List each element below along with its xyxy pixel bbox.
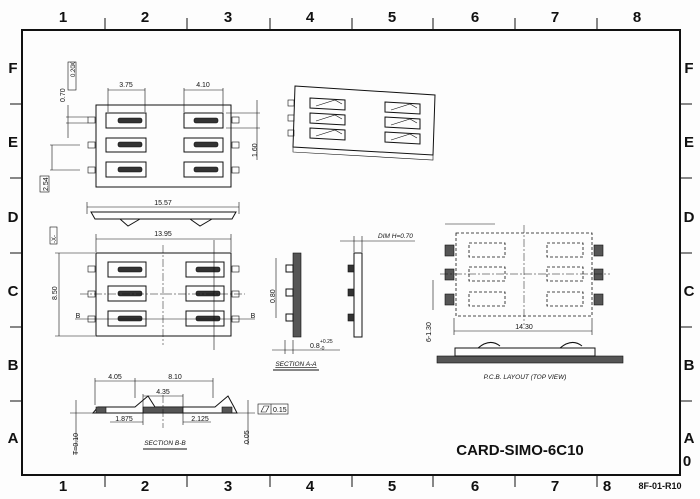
section-b-label: SECTION B-B — [144, 440, 186, 447]
dim-flatness: 0.15 — [273, 407, 287, 414]
datum-ref: X — [71, 62, 77, 66]
dim-pcb-width: 14.30 — [515, 324, 533, 331]
frame-dividers — [10, 18, 692, 487]
column-label: 6 — [471, 9, 479, 26]
dim-pads: 6-1.30 — [426, 322, 433, 342]
section-a-label: SECTION A-A — [275, 361, 316, 368]
dim-height: 8.50 — [52, 286, 59, 300]
dim-length: 15.57 — [154, 200, 172, 207]
pcb-layout: 14.30 6-1.30 P.C.B. LAYOUT (TOP VIEW) — [426, 223, 624, 381]
column-label: 7 — [551, 478, 559, 495]
side-view: DIM H=0.70 — [340, 233, 415, 338]
column-label: 2 — [141, 478, 149, 495]
column-label: 1 — [59, 478, 67, 495]
row-label: C — [684, 283, 695, 300]
dim-thickness-b: T=0.10 — [73, 433, 80, 455]
dim-offset: 0.05 — [244, 430, 251, 444]
section-b-b: 4.05 8.10 4.35 1.875 2.125 T=0.10 0.05 0… — [70, 374, 289, 455]
row-label: A — [684, 430, 695, 447]
isometric-view — [287, 85, 436, 161]
row-label: A — [8, 430, 19, 447]
bottom-view: -X- 13.95 8.50 B B — [49, 226, 256, 350]
sheet-code: 8F-01-R10 — [638, 481, 681, 491]
column-labels-bottom: 1 2 3 4 5 6 7 8 — [59, 478, 611, 495]
dim-d3: 4.35 — [156, 389, 170, 396]
row-label: D — [8, 209, 19, 226]
corner-mark: 0 — [683, 453, 691, 470]
column-label: 4 — [306, 9, 315, 26]
top-view: 3.75 4.10 15.57 0.70 0.20 X 2.54 1.60 — [39, 61, 260, 227]
flatness-frame: 0.15 — [257, 403, 289, 415]
section-mark-left: B — [76, 313, 81, 320]
part-number-title: CARD-SIMO-6C10 — [456, 442, 584, 459]
dim-slot-right: 4.10 — [196, 82, 210, 89]
row-labels-right: F E D C B A — [684, 60, 695, 447]
position-tolerance-frame: 0.20 X — [67, 61, 77, 91]
column-label: 5 — [388, 478, 396, 495]
row-labels-left: F E D C B A — [8, 60, 19, 447]
row-label: C — [8, 283, 19, 300]
column-label: 2 — [141, 9, 149, 26]
dim-d1: 4.05 — [108, 374, 122, 381]
column-label: 3 — [224, 9, 232, 26]
row-label: B — [684, 357, 695, 374]
column-labels-top: 1 2 3 4 5 6 7 8 — [59, 9, 641, 26]
column-label: 3 — [224, 478, 232, 495]
dim-d2: 8.10 — [168, 374, 182, 381]
column-label: 8 — [633, 9, 641, 26]
dim-row-gap: 1.60 — [252, 143, 259, 157]
row-label: E — [684, 134, 694, 151]
dim-row-pitch: 2.54 — [43, 177, 50, 191]
column-label: 8 — [603, 478, 611, 495]
column-label: 6 — [471, 478, 479, 495]
section-mark-right: B — [251, 313, 256, 320]
dim-thickness: 0.8 — [310, 343, 320, 350]
column-label: 1 — [59, 9, 67, 26]
tolerance-value: 0.20 — [71, 65, 77, 77]
dim-pitch: 0.80 — [270, 289, 277, 303]
row-label: E — [8, 134, 18, 151]
dim-tol-minus: -0 — [320, 346, 325, 352]
row-label: F — [8, 60, 17, 77]
dim-slot-left: 3.75 — [119, 82, 133, 89]
column-label: 5 — [388, 9, 396, 26]
flatness-icon — [260, 405, 270, 413]
column-label: 4 — [306, 478, 315, 495]
row-label: B — [8, 357, 19, 374]
pcb-layout-label: P.C.B. LAYOUT (TOP VIEW) — [484, 374, 567, 381]
row-label: D — [684, 209, 695, 226]
datum-x-label: -X- — [52, 235, 58, 243]
dim-tol-plus: +0.25 — [320, 339, 333, 345]
row-label: F — [684, 60, 693, 77]
section-a-a: 0.80 0.8 +0.25 -0 SECTION A-A — [270, 252, 340, 371]
column-label: 7 — [551, 9, 559, 26]
dim-h-label: DIM H=0.70 — [378, 233, 413, 240]
dim-pitch-vertical: 0.70 — [60, 88, 67, 102]
dim-d5: 2.125 — [191, 416, 209, 423]
dim-d4: 1.875 — [115, 416, 133, 423]
dim-width: 13.95 — [154, 231, 172, 238]
